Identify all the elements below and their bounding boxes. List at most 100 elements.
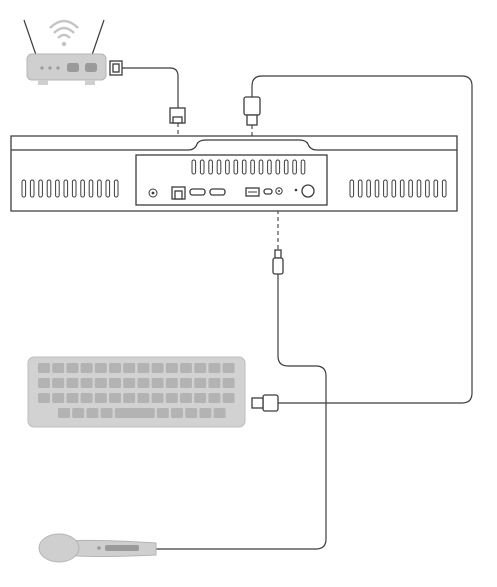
keyboard-key	[94, 393, 107, 403]
vent-slot	[80, 179, 85, 198]
vent-slot	[433, 179, 439, 198]
ethernet-port-icon	[171, 186, 186, 200]
vent-slot	[283, 159, 289, 175]
keyboard-key	[52, 378, 65, 388]
keyboard-key	[213, 408, 226, 418]
hdmi-port-icon	[209, 188, 226, 196]
keyboard-key	[100, 408, 113, 418]
keyboard-key	[208, 393, 221, 403]
vent-slot	[292, 159, 297, 175]
keyboard-key	[180, 393, 192, 403]
keyboard-key	[109, 363, 121, 373]
keyboard-key	[137, 393, 150, 403]
speaker-grille-left	[21, 179, 119, 198]
vent-slot	[399, 179, 405, 198]
audio-jack-icon	[275, 187, 283, 195]
vent-slot	[267, 159, 272, 175]
keyboard-key	[38, 378, 50, 388]
vent-slot	[425, 179, 430, 198]
keyboard-key	[165, 378, 178, 388]
keyboard-key	[151, 378, 164, 388]
vent-slot	[113, 179, 119, 198]
keyboard-key	[123, 378, 136, 388]
keyboard-key	[208, 363, 221, 373]
keyboard-key	[222, 393, 235, 403]
keyboard-key	[165, 363, 178, 373]
keyboard-key	[66, 393, 79, 403]
vent-slot	[88, 179, 94, 198]
keyboard-key	[38, 363, 50, 373]
vent-slot	[199, 159, 205, 175]
vent-slot	[38, 179, 43, 198]
keyboard-key	[58, 408, 70, 418]
vent-slot	[216, 159, 222, 175]
wifi-signal-icon	[49, 19, 79, 47]
vent-slot	[63, 179, 69, 198]
vent-slot	[357, 179, 363, 198]
vent-slot	[191, 159, 197, 175]
vent-slot	[374, 179, 380, 198]
vent-slot	[225, 159, 230, 175]
keyboard-key	[194, 363, 207, 373]
keyboard-key	[208, 378, 221, 388]
keyboard-key	[171, 408, 183, 418]
led-indicator	[294, 188, 298, 192]
keyboard-key	[80, 363, 93, 373]
vent-slot	[441, 179, 447, 198]
keyboard-key	[80, 393, 93, 403]
power-button-icon	[301, 184, 315, 198]
keyboard-key	[72, 408, 85, 418]
vent-slot	[208, 159, 213, 175]
keyboard-key	[137, 363, 150, 373]
keyboard-key	[137, 378, 150, 388]
speaker-grille-center	[191, 159, 306, 175]
keyboard-key	[156, 408, 169, 418]
vent-slot	[416, 179, 422, 198]
vent-slot	[55, 179, 60, 198]
usb-cable	[243, 75, 473, 412]
vent-slot	[349, 179, 355, 198]
microphone-icon	[38, 533, 157, 563]
dc-in-icon	[148, 188, 158, 198]
keyboard-key	[114, 408, 155, 418]
vent-slot	[275, 159, 281, 175]
vent-slot	[250, 159, 255, 175]
keyboard-icon	[27, 356, 246, 428]
keyboard-key	[151, 363, 164, 373]
vent-slot	[383, 179, 388, 198]
keyboard-key	[123, 363, 136, 373]
keyboard-key	[38, 393, 50, 403]
vent-slot	[241, 159, 247, 175]
vent-slot	[300, 159, 306, 175]
keyboard-keys	[38, 363, 235, 418]
usb-a-port-icon	[245, 187, 260, 197]
keyboard-key	[194, 378, 207, 388]
keyboard-key	[180, 378, 192, 388]
speaker-grille-right	[349, 179, 447, 198]
usb-c-port-icon	[263, 188, 273, 195]
keyboard-key	[123, 393, 136, 403]
vent-slot	[408, 179, 413, 198]
keyboard-key	[194, 393, 207, 403]
vent-slot	[391, 179, 397, 198]
vent-slot	[21, 179, 27, 198]
keyboard-key	[165, 393, 178, 403]
keyboard-key	[222, 378, 235, 388]
keyboard-key	[109, 393, 121, 403]
wifi-router-icon	[23, 19, 107, 85]
keyboard-key	[222, 363, 235, 373]
vent-slot	[233, 159, 239, 175]
keyboard-key	[94, 378, 107, 388]
keyboard-key	[185, 408, 198, 418]
keyboard-key	[80, 378, 93, 388]
vent-slot	[258, 159, 264, 175]
keyboard-key	[52, 363, 65, 373]
keyboard-key	[199, 408, 212, 418]
soundbar-icon	[10, 135, 458, 212]
keyboard-key	[151, 393, 164, 403]
keyboard-key	[180, 363, 192, 373]
keyboard-key	[86, 408, 99, 418]
keyboard-key	[52, 393, 65, 403]
keyboard-key	[94, 363, 107, 373]
